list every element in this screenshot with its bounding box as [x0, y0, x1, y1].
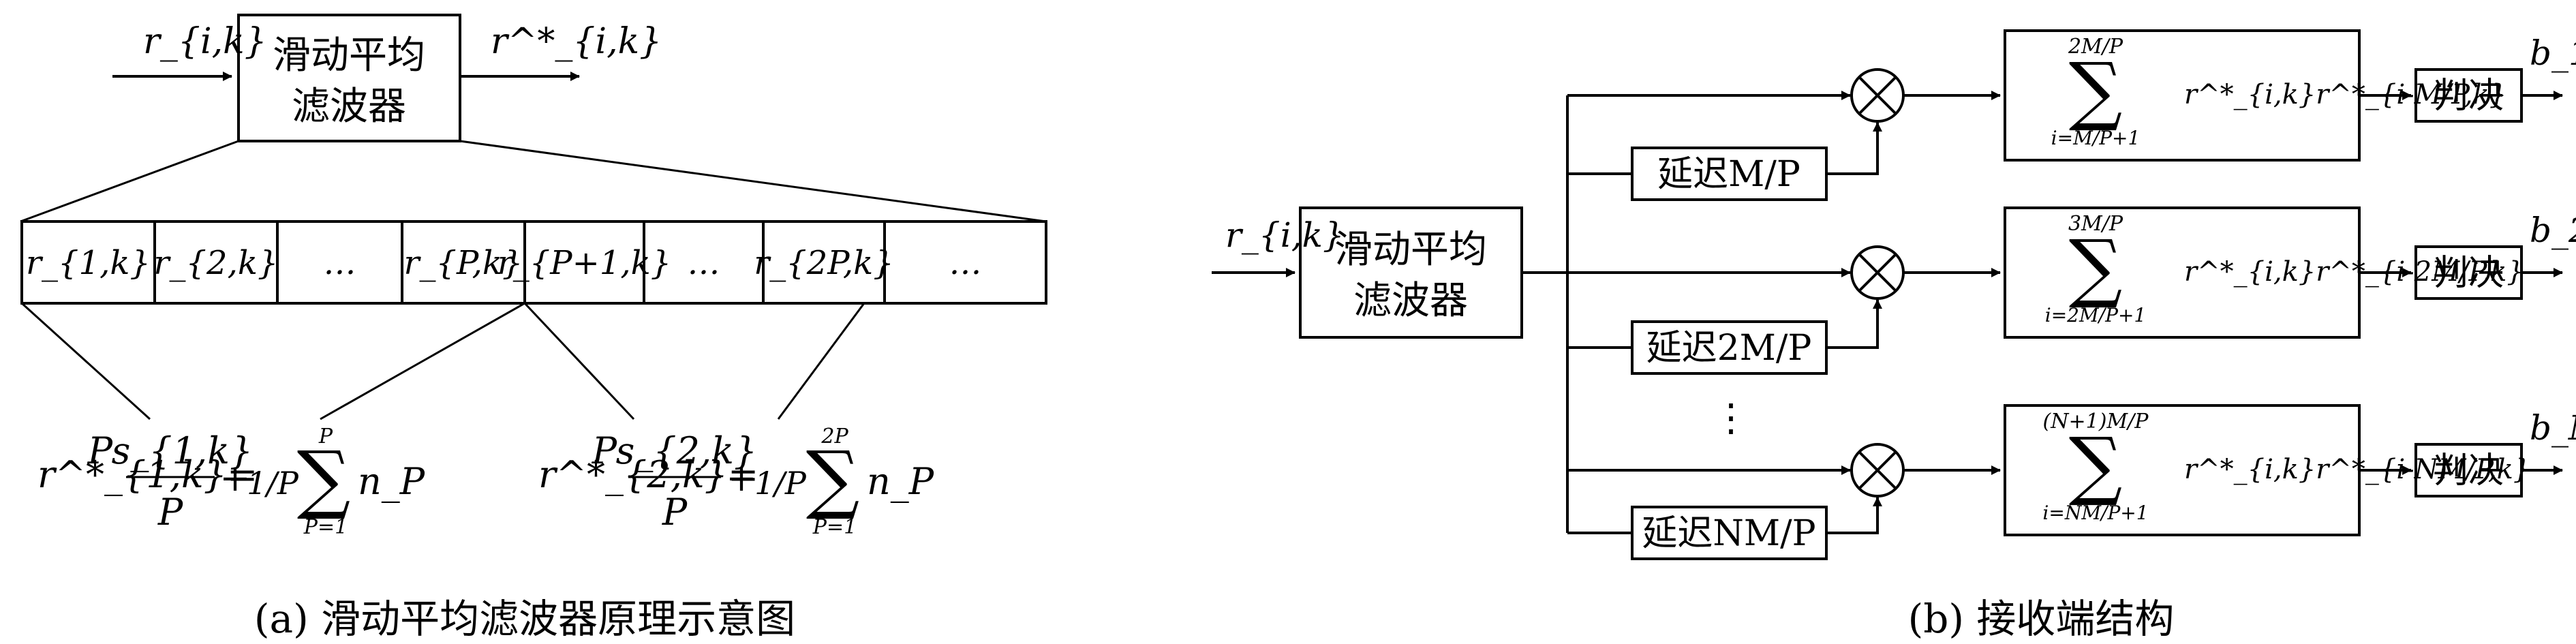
- sequence-cell-label: …: [949, 244, 982, 282]
- sum-sign: ∑: [2069, 224, 2123, 311]
- decision-label: 判决: [2433, 253, 2504, 294]
- right-input-label: r_{i,k}: [1225, 215, 1345, 255]
- formula-2: r^*_{2,k}= Ps_{2,k} P + 1/P ∑ 2P P=1 n_P: [538, 425, 935, 539]
- sequence-cell-label: r_{1,k}: [26, 244, 151, 282]
- branch-rows: 延迟M/P2M/P∑i=M/P+1r^*_{i,k}r^*_{i-M/P,k}判…: [1567, 29, 2576, 560]
- decision-label: 判决: [2433, 450, 2504, 491]
- sum-sign: ∑: [2069, 421, 2123, 508]
- output-label: b_N: [2530, 408, 2576, 448]
- formula1-plus: +: [219, 457, 250, 500]
- sum-term: r^*_{i,k}r^*_{i-2M/P,k}: [2184, 256, 2524, 288]
- rows-ellipsis: ⋮: [1712, 396, 1750, 440]
- output-label: b_1: [2530, 33, 2576, 73]
- formula2-sum-sign: ∑: [806, 435, 860, 522]
- window2-left-line: [523, 302, 635, 420]
- sum-term: r^*_{i,k}r^*_{i-M/P,k}: [2184, 79, 2506, 110]
- right-panel: r_{i,k} 滑动平均 滤波器 ⋮ 延迟M/P2M/P∑i=M/P+1r^*_…: [1212, 29, 2576, 642]
- multiplier-cross-b: [1858, 253, 1897, 292]
- sequence-cell: [883, 220, 1047, 305]
- left-filter-line-2: 滤波器: [292, 85, 406, 129]
- formula2-frac: 1/P: [754, 465, 807, 502]
- formula1-frac: 1/P: [247, 465, 299, 502]
- sum-term: r^*_{i,k}r^*_{i-NM/P,k}: [2184, 454, 2530, 485]
- window2-right-line: [777, 303, 865, 420]
- decision-label: 判决: [2433, 76, 2504, 117]
- formula2-sum-top: 2P: [821, 425, 848, 448]
- formula1-lhs: r^*_{1,k}=: [37, 453, 258, 496]
- formula1-sum-top: P: [318, 425, 333, 448]
- formula2-sum-bottom: P=1: [812, 515, 857, 539]
- window1-right-line: [320, 302, 525, 420]
- left-caption: (a) 滑动平均滤波器原理示意图: [254, 596, 795, 642]
- left-panel: r_{i,k} 滑动平均 滤波器 r^*_{i,k} r_{1,k}r_{2,k…: [20, 14, 1047, 642]
- sum-lower-limit: i=NM/P+1: [2042, 502, 2148, 524]
- left-filter-box: [237, 14, 461, 142]
- formula1-den: P: [157, 491, 184, 534]
- sum-upper-limit: 2M/P: [2068, 35, 2123, 59]
- right-filter-line-2: 滤波器: [1353, 279, 1468, 323]
- delay-label: 延迟2M/P: [1646, 328, 1812, 369]
- formula2-lhs: r^*_{2,k}=: [538, 453, 758, 496]
- window1-left-line: [20, 302, 151, 420]
- multiplier-cross-b: [1858, 76, 1897, 115]
- sum-lower-limit: i=M/P+1: [2051, 127, 2141, 149]
- delay-output-arrow: [1826, 497, 1882, 534]
- sequence-cell-label: r_{P+1,k}: [497, 244, 671, 282]
- branch-row: 延迟M/P 2M/P∑i=M/P+1 r^*_{i,k}r^*_{i-M/P,k}判…: [1567, 29, 2576, 201]
- sum-lower-limit: i=2M/P+1: [2045, 304, 2146, 326]
- sum-sign: ∑: [2069, 46, 2123, 134]
- sum-upper-limit: (N+1)M/P: [2043, 410, 2149, 433]
- sequence-cell-label: …: [324, 244, 356, 282]
- formula1-sum-sign: ∑: [297, 435, 351, 522]
- sequence-cell-label: …: [688, 244, 720, 282]
- formula2-num: Ps_{2,k}: [592, 429, 758, 472]
- formula1-num: Ps_{1,k}: [87, 429, 254, 472]
- formula1-tail: n_P: [358, 460, 426, 503]
- formula2-tail: n_P: [867, 460, 935, 503]
- branch-row: 延迟NM/P (N+1)M/P∑i=NM/P+1 r^*_{i,k}r^*_{i-N…: [1567, 404, 2576, 560]
- delay-output-arrow: [1826, 122, 1882, 175]
- sequence-cells: r_{1,k}r_{2,k} … r_{P,k}r_{P+1,k} … r_{2P,k}…: [20, 220, 1047, 305]
- branch-row: 延迟2M/P 3M/P∑i=2M/P+1 r^*_{i,k}r^*_{i-2M/P,…: [1567, 206, 2576, 375]
- zoom-line-left: [20, 140, 239, 223]
- delay-output-arrow: [1826, 299, 1882, 349]
- left-filter-line-1: 滑动平均: [273, 33, 425, 78]
- multiplier-cross-b: [1858, 450, 1897, 490]
- right-caption: (b) 接收端结构: [1908, 596, 2175, 642]
- sequence-cell-label: r_{2P,k}: [754, 244, 893, 282]
- left-output-label: r^*_{i,k}: [491, 21, 662, 62]
- formula2-plus: +: [726, 457, 756, 500]
- sequence-cell-label: r_{P,k}: [404, 244, 523, 282]
- zoom-line-right: [459, 140, 1047, 223]
- formula1-sum-bottom: P=1: [303, 515, 348, 539]
- sum-upper-limit: 3M/P: [2068, 212, 2123, 236]
- delay-label: 延迟M/P: [1657, 154, 1800, 195]
- left-input-label: r_{i,k}: [143, 21, 267, 62]
- sequence-cell-label: r_{2,k}: [154, 244, 279, 282]
- formula-1: r^*_{1,k}= Ps_{1,k} P + 1/P ∑ P P=1 n_P: [37, 425, 426, 539]
- output-label: b_2: [2530, 211, 2576, 250]
- delay-label: 延迟NM/P: [1642, 513, 1815, 554]
- formula2-den: P: [662, 491, 688, 534]
- right-filter-line-1: 滑动平均: [1334, 228, 1487, 272]
